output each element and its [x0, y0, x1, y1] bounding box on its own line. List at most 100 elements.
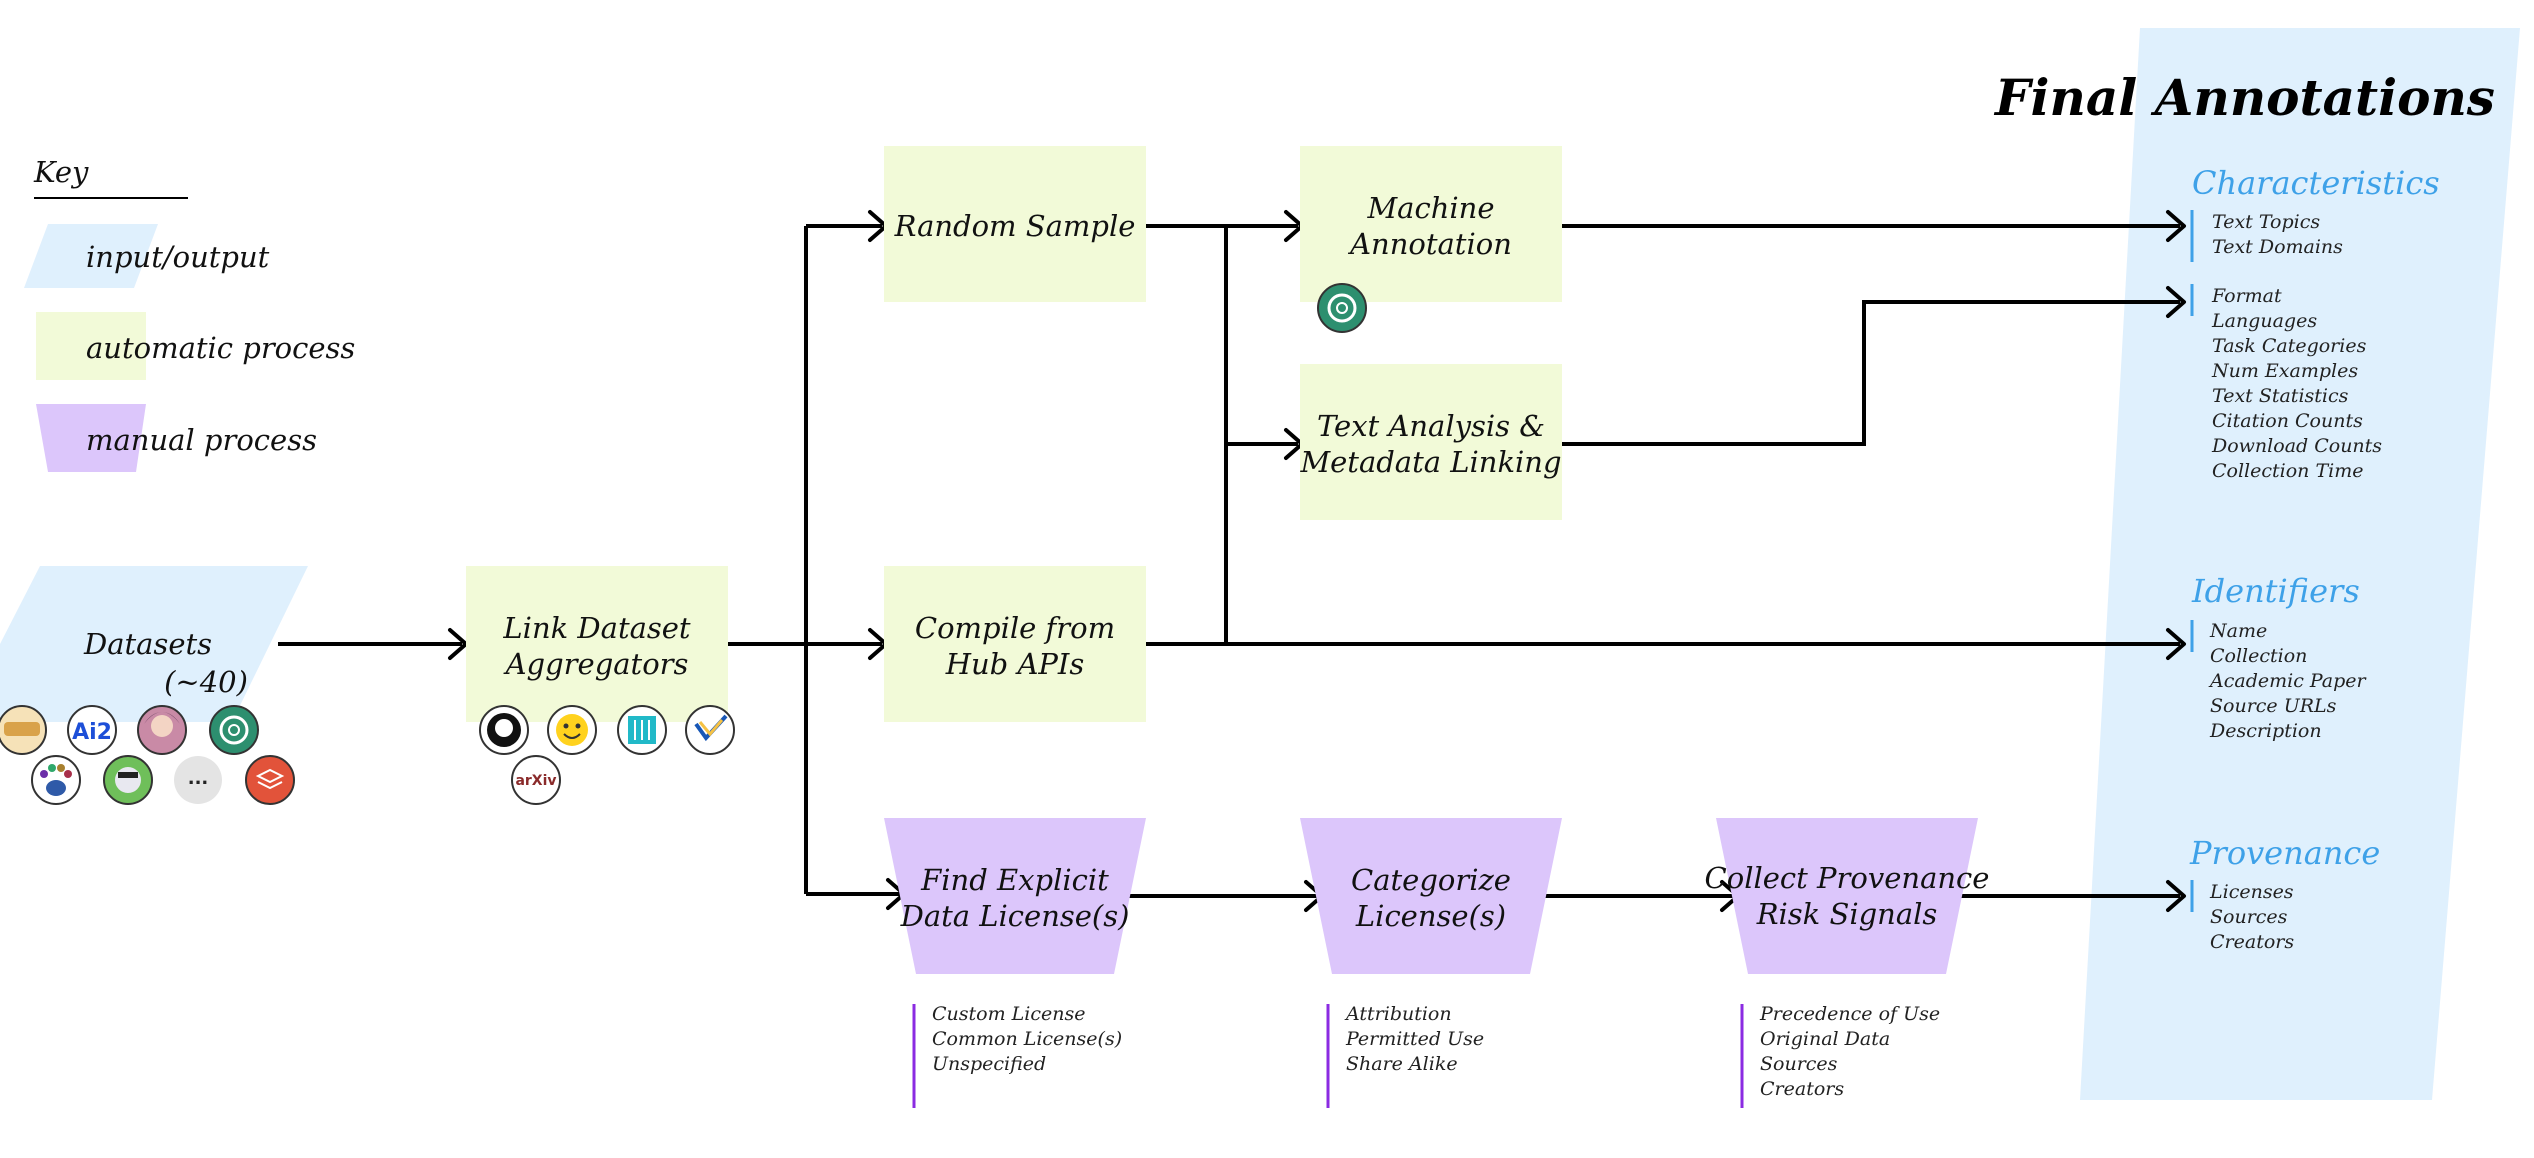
- node-find-license: Find Explicit Data License(s): [884, 818, 1146, 974]
- categorize-sublist: Attribution Permitted Use Share Alike: [1326, 1003, 1484, 1108]
- characteristic-item: Format: [2211, 285, 2282, 307]
- characteristic-item: Text Domains: [2212, 236, 2343, 258]
- node-compile-hub: Compile from Hub APIs: [884, 566, 1146, 722]
- text-analysis-line1: Text Analysis &: [1317, 409, 1545, 443]
- text-analysis-shape: [1300, 364, 1562, 520]
- sublist-item: Share Alike: [1346, 1053, 1458, 1075]
- identifier-item: Source URLs: [2210, 695, 2337, 717]
- arxiv-logo-icon: arXiv: [511, 755, 561, 805]
- sublist-item: Permitted Use: [1345, 1028, 1484, 1050]
- node-text-analysis: Text Analysis & Metadata Linking: [1299, 364, 1562, 520]
- edge-text-analysis-format: [1562, 300, 2180, 446]
- find-license-sublist: Custom License Common License(s) Unspeci…: [912, 1003, 1122, 1108]
- more-icon: ...: [174, 756, 222, 804]
- identifier-item: Name: [2209, 620, 2267, 642]
- ai2-logo-icon: Ai2: [67, 705, 117, 755]
- stack-logo-icon: [245, 755, 295, 805]
- svg-text:...: ...: [188, 768, 209, 789]
- node-categorize-license: Categorize License(s): [1300, 818, 1562, 974]
- characteristics-section: Characteristics Text Topics Text Domains…: [2190, 164, 2440, 482]
- flan-logo-icon: [0, 705, 47, 755]
- key-input-output-swatch: [24, 224, 158, 288]
- identifier-item: Description: [2209, 720, 2322, 742]
- sublist-item: Custom License: [932, 1003, 1085, 1025]
- node-random-sample: Random Sample: [884, 146, 1146, 302]
- sublist-item: Common License(s): [932, 1028, 1122, 1050]
- characteristic-item: Num Examples: [2211, 360, 2358, 382]
- collect-provenance-shape: [1716, 818, 1978, 974]
- sublist-item: Unspecified: [932, 1053, 1046, 1075]
- sublist-item: Sources: [1760, 1053, 1838, 1075]
- openai-logo-icon: [1317, 283, 1367, 333]
- provenance-item: Creators: [2210, 931, 2294, 953]
- collect-sublist: Precedence of Use Original Data Sources …: [1740, 1003, 1940, 1108]
- key-legend: Key input/output automatic process manua…: [24, 155, 355, 472]
- characteristic-item: Languages: [2211, 310, 2317, 332]
- collect-provenance-line1: Collect Provenance: [1705, 861, 1990, 895]
- categorize-license-shape: [1300, 818, 1562, 974]
- svg-text:arXiv: arXiv: [515, 773, 556, 789]
- github-logo-icon: [479, 705, 529, 755]
- find-license-shape: [884, 818, 1146, 974]
- node-collect-provenance: Collect Provenance Risk Signals: [1705, 818, 1990, 974]
- categorize-license-line1: Categorize: [1351, 863, 1511, 897]
- text-analysis-line2: Metadata Linking: [1299, 445, 1561, 479]
- key-heading: Key: [33, 155, 89, 189]
- edges: [278, 210, 2186, 912]
- collect-provenance-line2: Risk Signals: [1756, 897, 1938, 931]
- compile-hub-line1: Compile from: [915, 611, 1115, 645]
- provenance-item: Sources: [2210, 906, 2288, 928]
- find-license-line2: Data License(s): [900, 899, 1130, 933]
- svg-text:Ai2: Ai2: [72, 720, 112, 745]
- papers-with-code-logo-icon: [617, 705, 667, 755]
- key-input-output-label: input/output: [86, 240, 270, 274]
- compile-hub-line2: Hub APIs: [945, 647, 1085, 681]
- node-datasets: Datasets (~40): [0, 566, 308, 722]
- node-machine-annotation: Machine Annotation: [1300, 146, 1562, 302]
- aggregator-logos: arXiv: [479, 705, 735, 805]
- datasets-shape: [0, 566, 308, 722]
- arrowhead: [2166, 628, 2186, 660]
- arrowhead: [2166, 880, 2186, 912]
- characteristic-item: Task Categories: [2212, 335, 2367, 357]
- key-manual-swatch: [36, 404, 146, 472]
- identifier-item: Academic Paper: [2208, 670, 2368, 692]
- link-aggregators-line2: Aggregators: [503, 647, 689, 681]
- arrowhead: [2166, 286, 2186, 318]
- openai-logo-icon: [209, 705, 259, 755]
- random-sample-label: Random Sample: [894, 209, 1136, 243]
- key-automatic-label: automatic process: [86, 331, 355, 365]
- anime-avatar-icon: [137, 705, 187, 755]
- provenance-item: Licenses: [2209, 881, 2294, 903]
- provenance-section: Provenance Licenses Sources Creators: [2189, 834, 2380, 953]
- link-aggregators-shape: [466, 566, 728, 722]
- sublist-item: Precedence of Use: [1759, 1003, 1940, 1025]
- characteristic-item: Text Statistics: [2212, 385, 2349, 407]
- datasets-count: (~40): [164, 665, 248, 699]
- datasets-label: Datasets: [83, 627, 212, 661]
- machine-annotation-shape: [1300, 146, 1562, 302]
- random-sample-shape: [884, 146, 1146, 302]
- provenance-heading: Provenance: [2189, 834, 2380, 872]
- key-automatic-swatch: [36, 312, 146, 380]
- paw-logo-icon: [31, 755, 81, 805]
- characteristics-heading: Characteristics: [2192, 164, 2440, 202]
- node-link-aggregators: Link Dataset Aggregators: [466, 566, 728, 722]
- find-license-line1: Find Explicit: [920, 863, 1109, 897]
- link-aggregators-line1: Link Dataset: [502, 611, 691, 645]
- final-annotations-panel: [2080, 28, 2520, 1100]
- machine-annotation-line2: Annotation: [1347, 227, 1512, 261]
- semantic-scholar-logo-icon: [685, 705, 735, 755]
- compile-hub-shape: [884, 566, 1146, 722]
- sublist-item: Creators: [1760, 1078, 1844, 1100]
- sublist-item: Attribution: [1344, 1003, 1452, 1025]
- sublist-item: Original Data: [1760, 1028, 1890, 1050]
- dataset-source-logos: Ai2 ...: [0, 705, 295, 805]
- identifiers-heading: Identifiers: [2191, 572, 2360, 610]
- identifier-item: Collection: [2210, 645, 2307, 667]
- characteristic-item: Collection Time: [2212, 460, 2363, 482]
- cartoon-avatar-icon: [103, 755, 153, 805]
- arrowhead: [2166, 210, 2186, 242]
- machine-annotation-line1: Machine: [1366, 191, 1494, 225]
